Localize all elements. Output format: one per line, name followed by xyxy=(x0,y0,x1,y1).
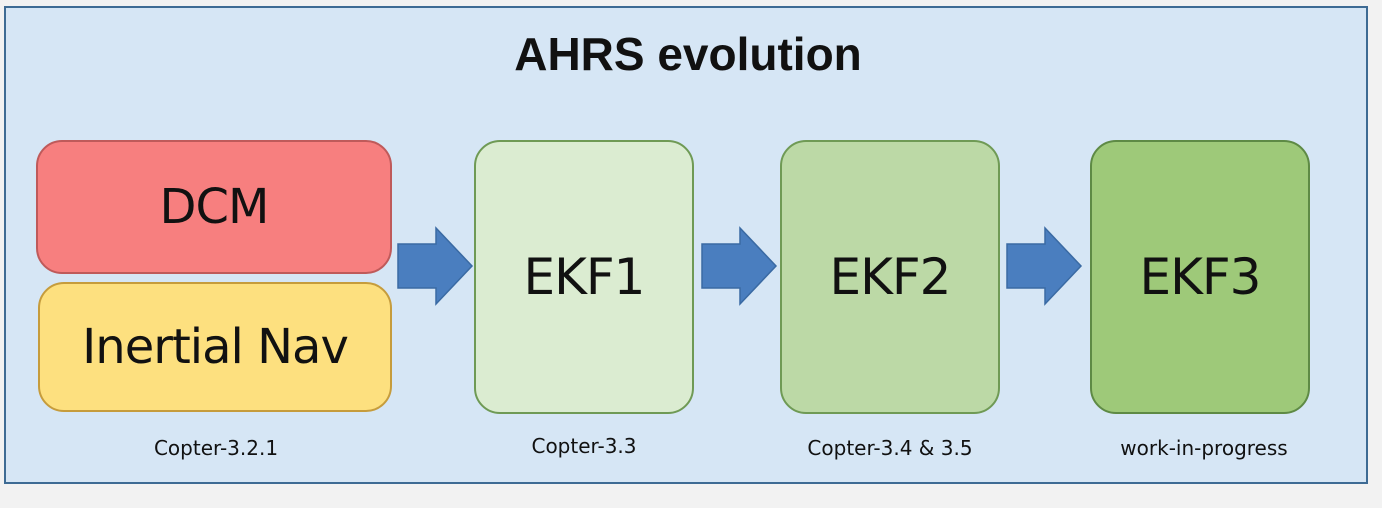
ekf1-box: EKF1 xyxy=(474,140,694,414)
diagram-frame: AHRS evolution DCM Inertial Nav EKF1 EKF… xyxy=(4,6,1368,484)
stage-caption-copter-3-4-3-5: Copter-3.4 & 3.5 xyxy=(807,436,973,460)
dcm-box: DCM xyxy=(36,140,392,274)
inertial-nav-box: Inertial Nav xyxy=(38,282,392,412)
arrow-right-icon xyxy=(701,226,778,306)
stage-caption-copter-3-2-1: Copter-3.2.1 xyxy=(153,436,279,460)
ekf3-box: EKF3 xyxy=(1090,140,1310,414)
arrow-right-icon xyxy=(1006,226,1083,306)
stage-caption-work-in-progress: work-in-progress xyxy=(1120,436,1288,460)
diagram-title: AHRS evolution xyxy=(514,28,862,80)
arrow-right-icon xyxy=(397,226,474,306)
ekf2-box: EKF2 xyxy=(780,140,1000,414)
stage-caption-copter-3-3: Copter-3.3 xyxy=(531,434,637,458)
